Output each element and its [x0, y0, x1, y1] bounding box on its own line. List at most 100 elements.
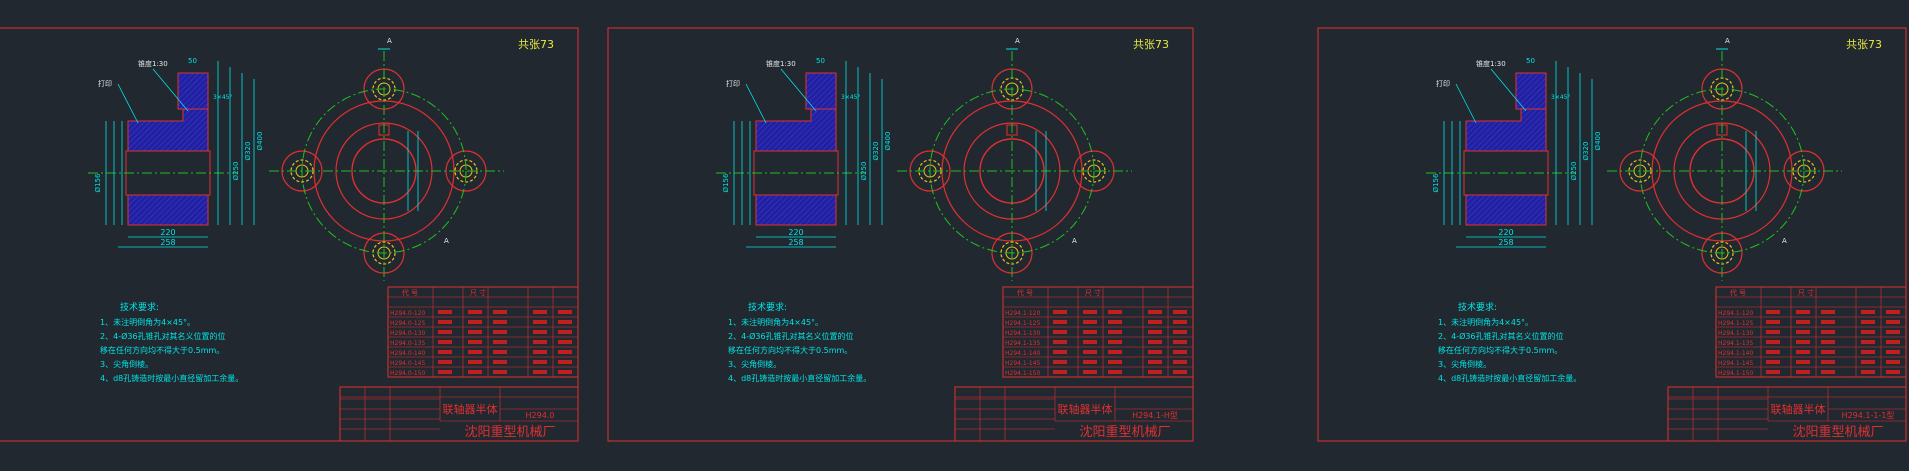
leader-line: [745, 83, 767, 124]
dim-dia-250: Ø250: [860, 162, 868, 181]
title-code: H294.1-1-1型: [1842, 411, 1895, 420]
count-note: 共张73: [1846, 38, 1882, 51]
title-company: 沈阳重型机械厂: [464, 424, 555, 440]
table-cell: H294.1-125: [1718, 320, 1753, 327]
title-block: [339, 386, 579, 442]
table-cell-value: [558, 350, 572, 354]
tech-requirement-line: 2、4-Ø36孔锥孔对其名义位置的位: [100, 331, 226, 341]
dim-len-220: 220: [1498, 228, 1513, 237]
table-cell-value: [1886, 330, 1900, 334]
table-cell: H294.1-120: [1718, 310, 1753, 317]
table-cell-value: [1766, 330, 1780, 334]
count-note: 共张73: [1133, 38, 1169, 51]
table-cell: H294.1-145: [1718, 360, 1753, 367]
dim-chamfer: 3×45°: [1551, 94, 1570, 101]
table-cell-value: [438, 370, 452, 374]
tech-requirement-line: 1、未注明倒角为4×45°。: [100, 317, 195, 327]
table-header: 尺 寸: [1798, 288, 1814, 297]
table-cell-value: [1173, 330, 1187, 334]
tech-requirements-title: 技术要求:: [1458, 301, 1497, 313]
dim-len-258: 258: [160, 238, 175, 247]
table-cell-value: [1821, 370, 1835, 374]
table-cell-value: [438, 350, 452, 354]
table-cell-value: [558, 330, 572, 334]
tech-requirement-line: 移在任何方向均不得大于0.5mm。: [1438, 345, 1562, 355]
table-cell-value: [468, 320, 482, 324]
table-header: 代 号: [1730, 288, 1746, 297]
table-cell-value: [493, 360, 507, 364]
table-cell-value: [1796, 330, 1810, 334]
table-cell-value: [1886, 310, 1900, 314]
table-cell-value: [1796, 350, 1810, 354]
table-cell-value: [1861, 320, 1875, 324]
section-mark-a: A: [1072, 237, 1077, 245]
section-boss: [1515, 72, 1547, 110]
table-cell-value: [438, 360, 452, 364]
title-code: H294.1-H型: [1132, 411, 1178, 420]
stamp-label: 打印: [726, 79, 740, 88]
table-cell-value: [533, 370, 547, 374]
table-cell: H294.1-140: [1718, 350, 1753, 357]
dim-chamfer: 3×45°: [841, 94, 860, 101]
dim-50: 50: [188, 57, 197, 65]
table-cell-value: [1053, 330, 1067, 334]
table-cell: H294.1-130: [1005, 330, 1040, 337]
dimension-table: [1715, 286, 1907, 378]
table-cell: H294.1-140: [1005, 350, 1040, 357]
table-cell-value: [493, 310, 507, 314]
table-cell-value: [1796, 340, 1810, 344]
table-cell-value: [1148, 370, 1162, 374]
table-cell-value: [1053, 310, 1067, 314]
table-cell-value: [533, 360, 547, 364]
dimension-table: [1002, 286, 1194, 378]
table-cell-value: [1148, 320, 1162, 324]
table-cell-value: [438, 330, 452, 334]
dim-chamfer: 3×45°: [213, 94, 232, 101]
table-cell-value: [1861, 350, 1875, 354]
table-cell-value: [1861, 360, 1875, 364]
table-cell-value: [533, 310, 547, 314]
table-cell-value: [1053, 360, 1067, 364]
table-cell: H294.1-120: [1005, 310, 1040, 317]
dim-dia-320: Ø320: [872, 142, 880, 161]
table-cell-value: [1861, 370, 1875, 374]
table-cell-value: [1173, 310, 1187, 314]
tech-requirement-line: 移在任何方向均不得大于0.5mm。: [728, 345, 852, 355]
section-mark-a: A: [444, 237, 449, 245]
title-part-name: 联轴器半体: [1058, 402, 1113, 416]
table-cell-value: [1108, 310, 1122, 314]
table-cell-value: [1766, 360, 1780, 364]
table-cell-value: [533, 330, 547, 334]
table-cell-value: [558, 310, 572, 314]
table-cell-value: [1796, 310, 1810, 314]
table-cell: H294.0-120: [390, 310, 425, 317]
table-cell-value: [533, 340, 547, 344]
table-header: 代 号: [402, 288, 418, 297]
tech-requirement-line: 1、未注明倒角为4×45°。: [1438, 317, 1533, 327]
table-cell-value: [1148, 350, 1162, 354]
taper-label: 锥度1:30: [766, 59, 796, 68]
table-cell-value: [438, 320, 452, 324]
table-cell-value: [1821, 350, 1835, 354]
table-cell-value: [1108, 340, 1122, 344]
tech-requirement-line: 1、未注明倒角为4×45°。: [728, 317, 823, 327]
dim-dia-400: Ø400: [1594, 132, 1602, 151]
tech-requirement-line: 3、尖角倒棱。: [1438, 359, 1491, 369]
table-cell-value: [1148, 310, 1162, 314]
table-cell-value: [468, 370, 482, 374]
dim-dia-320: Ø320: [244, 142, 252, 161]
table-cell-value: [1148, 360, 1162, 364]
table-cell-value: [1861, 330, 1875, 334]
table-cell-value: [1173, 370, 1187, 374]
leader-line: [1455, 83, 1477, 124]
table-cell-value: [1796, 320, 1810, 324]
table-cell-value: [1886, 320, 1900, 324]
table-cell-value: [1821, 320, 1835, 324]
table-cell-value: [1148, 340, 1162, 344]
table-cell-value: [1053, 320, 1067, 324]
table-cell-value: [1108, 320, 1122, 324]
dim-dia-156: Ø156: [1432, 173, 1440, 192]
dim-len-258: 258: [1498, 238, 1513, 247]
table-cell: H294.1-145: [1005, 360, 1040, 367]
table-cell-value: [1083, 370, 1097, 374]
